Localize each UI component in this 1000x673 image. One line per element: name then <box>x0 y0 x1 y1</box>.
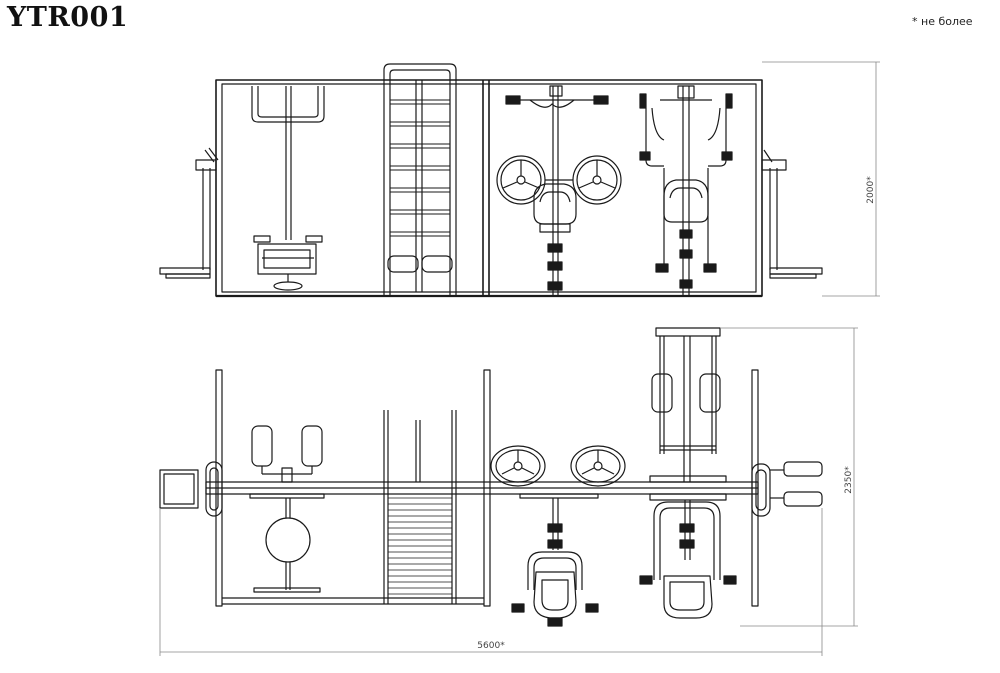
front-ladder <box>383 63 457 296</box>
front-side-station-left <box>159 147 219 279</box>
model-title: YTR001 <box>7 2 129 33</box>
front-side-station-right <box>761 149 823 279</box>
plan-wheel-trainer <box>490 445 626 627</box>
plan-ladder <box>383 410 457 604</box>
plan-pendulum-trainer <box>249 425 325 593</box>
plan-frame <box>205 369 759 607</box>
front-wheel-trainer <box>496 85 622 296</box>
total-width-label: 5600* <box>477 641 505 651</box>
front-press-trainer <box>639 85 733 296</box>
plan-press-trainer <box>639 327 737 619</box>
plan-depth-label: 2350* <box>844 466 854 494</box>
plan-side-station-left <box>159 461 223 517</box>
front-elevation-view: 2000* <box>159 61 880 298</box>
footnote-note: * не более <box>912 15 973 28</box>
plan-depth-dimension <box>720 327 858 627</box>
plan-side-station-right <box>751 461 823 517</box>
plan-view: 2350* 5600* <box>159 327 858 656</box>
front-height-dimension <box>762 61 880 297</box>
total-width-dimension <box>159 508 823 656</box>
front-height-label: 2000* <box>866 176 876 204</box>
front-pendulum-trainer <box>251 86 325 291</box>
front-frame <box>215 79 763 298</box>
